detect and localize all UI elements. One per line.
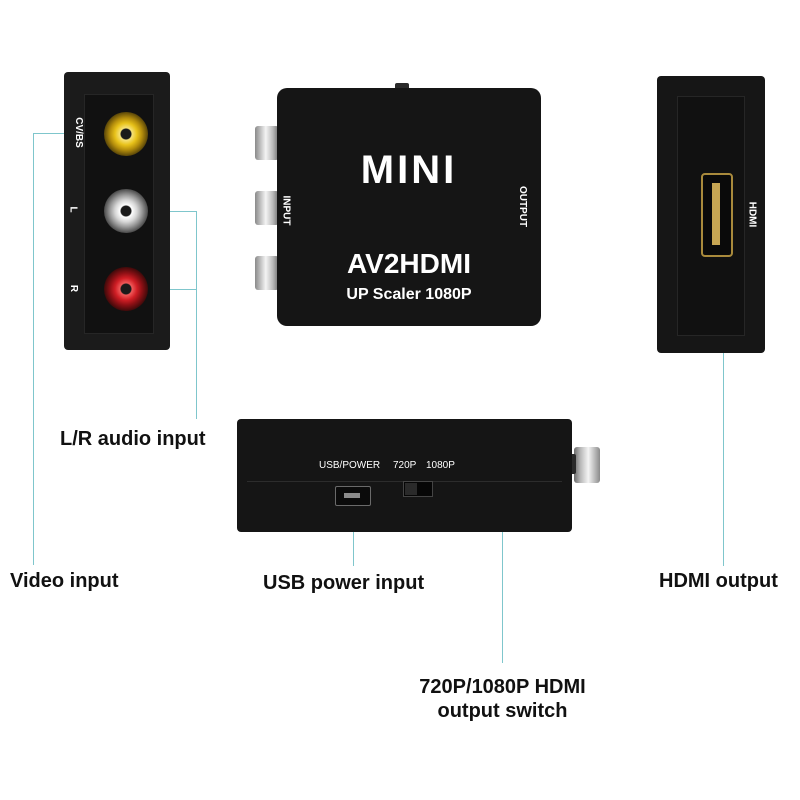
switch-caption-line1: 720P/1080P HDMI bbox=[419, 676, 586, 698]
usb-power-port bbox=[335, 486, 371, 506]
front-view: MINI AV2HDMI UP Scaler 1080P INPUT OUTPU… bbox=[277, 83, 541, 326]
audio-left-label: L bbox=[67, 206, 79, 213]
audio-callout-line-r bbox=[160, 289, 196, 290]
video-input-jack bbox=[104, 112, 148, 156]
left-side-view: CV/BS L R bbox=[64, 72, 170, 350]
bottom-side-view: USB/POWER 720P 1080P bbox=[237, 419, 572, 532]
input-port-label: INPUT bbox=[280, 195, 292, 226]
input-rca-stub-3 bbox=[255, 256, 283, 290]
audio-left-jack bbox=[104, 189, 148, 233]
brand-label: MINI bbox=[360, 148, 458, 192]
hdmi-output-caption: HDMI output bbox=[659, 570, 778, 592]
audio-right-label: R bbox=[68, 284, 80, 293]
usb-power-label: USB/POWER bbox=[319, 460, 381, 471]
video-callout-line bbox=[33, 133, 34, 565]
usb-power-caption: USB power input bbox=[263, 572, 425, 594]
input-rca-stub-1 bbox=[255, 126, 283, 160]
output-port-label: OUTPUT bbox=[517, 185, 529, 228]
hdmi-callout-line bbox=[723, 248, 724, 566]
model-label: AV2HDMI bbox=[347, 248, 471, 279]
switch-callout-line-v bbox=[502, 491, 503, 663]
hdmi-port bbox=[701, 173, 733, 257]
right-side-view: HDMI bbox=[657, 76, 765, 353]
audio-callout-line-v bbox=[196, 211, 197, 419]
audio-right-jack bbox=[104, 267, 148, 311]
resolution-switch bbox=[403, 481, 433, 497]
lr-audio-caption: L/R audio input bbox=[60, 428, 206, 450]
video-input-caption: Video input bbox=[10, 570, 119, 592]
front-view-top-nub bbox=[395, 83, 409, 88]
usb-callout-line bbox=[353, 506, 354, 566]
audio-callout-line-l bbox=[160, 211, 196, 212]
switch-720p-label: 720P bbox=[393, 460, 417, 471]
usb-port-pins bbox=[344, 493, 360, 498]
switch-1080p-label: 1080P bbox=[426, 460, 455, 471]
input-rca-stub-2 bbox=[255, 191, 283, 225]
bottom-rca-stub bbox=[574, 447, 600, 483]
switch-caption-line2: output switch bbox=[437, 700, 568, 722]
hdmi-label: HDMI bbox=[746, 201, 758, 228]
cvbs-label: CV/BS bbox=[72, 117, 84, 148]
subtitle-label: UP Scaler 1080P bbox=[346, 286, 472, 303]
hdmi-port-pins bbox=[712, 183, 720, 245]
resolution-switch-knob bbox=[405, 483, 417, 495]
